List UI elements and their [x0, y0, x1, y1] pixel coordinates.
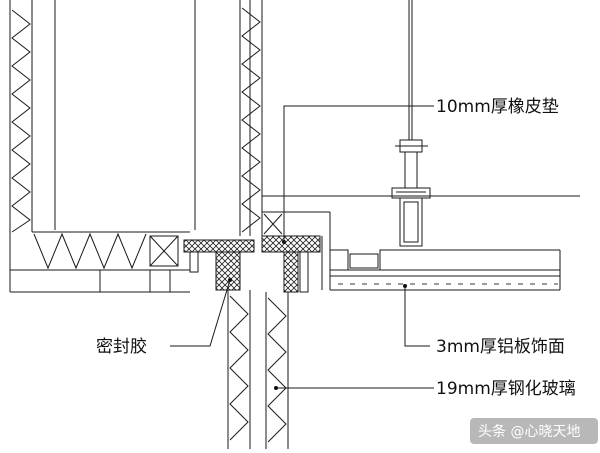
hanger-assembly: [391, 0, 431, 247]
left-frame-panel: [9, 0, 190, 293]
watermark-text: 头条 @心晓天地: [478, 423, 580, 440]
aluminum-panel-fill: [332, 277, 558, 289]
leader-dots: [228, 240, 407, 390]
label-rubber-pad: 10mm厚橡皮垫: [436, 97, 559, 117]
left-inner-lines: [54, 0, 196, 292]
label-sealant: 密封胶: [96, 337, 147, 357]
glass-panes: [227, 290, 289, 449]
middle-vertical-panel: [239, 0, 263, 236]
rubber-pads: [183, 235, 321, 293]
aluminum-channel: [330, 249, 561, 291]
label-aluminum-panel: 3mm厚铝板饰面: [436, 337, 565, 357]
leader-lines: [170, 105, 434, 389]
left-block-x: [149, 235, 179, 267]
label-glass: 19mm厚钢化玻璃: [436, 379, 576, 399]
watermark: 头条 @心晓天地: [470, 418, 598, 444]
